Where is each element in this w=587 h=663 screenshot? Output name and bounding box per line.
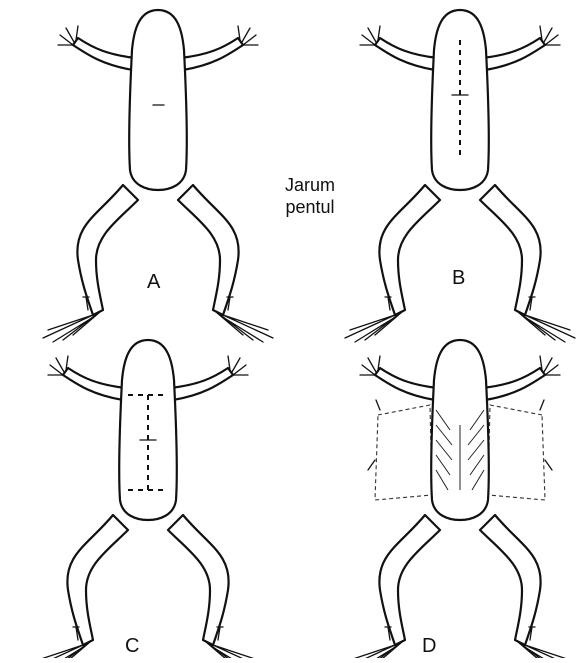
pin-annotation-line1: Jarum bbox=[270, 174, 350, 196]
frog-panel-b bbox=[345, 10, 575, 342]
pin-annotation-line2: pentul bbox=[270, 196, 350, 218]
panel-label-c: C bbox=[125, 636, 139, 656]
skin-flap-left bbox=[375, 405, 432, 500]
skin-flap-right bbox=[488, 405, 545, 500]
frog-panel-d bbox=[345, 340, 575, 658]
panel-label-b: B bbox=[452, 268, 465, 288]
pin-annotation: Jarum pentul bbox=[270, 174, 350, 218]
panel-label-d: D bbox=[422, 636, 436, 656]
frog-panel-c bbox=[33, 340, 263, 658]
panel-label-a: A bbox=[147, 272, 160, 292]
